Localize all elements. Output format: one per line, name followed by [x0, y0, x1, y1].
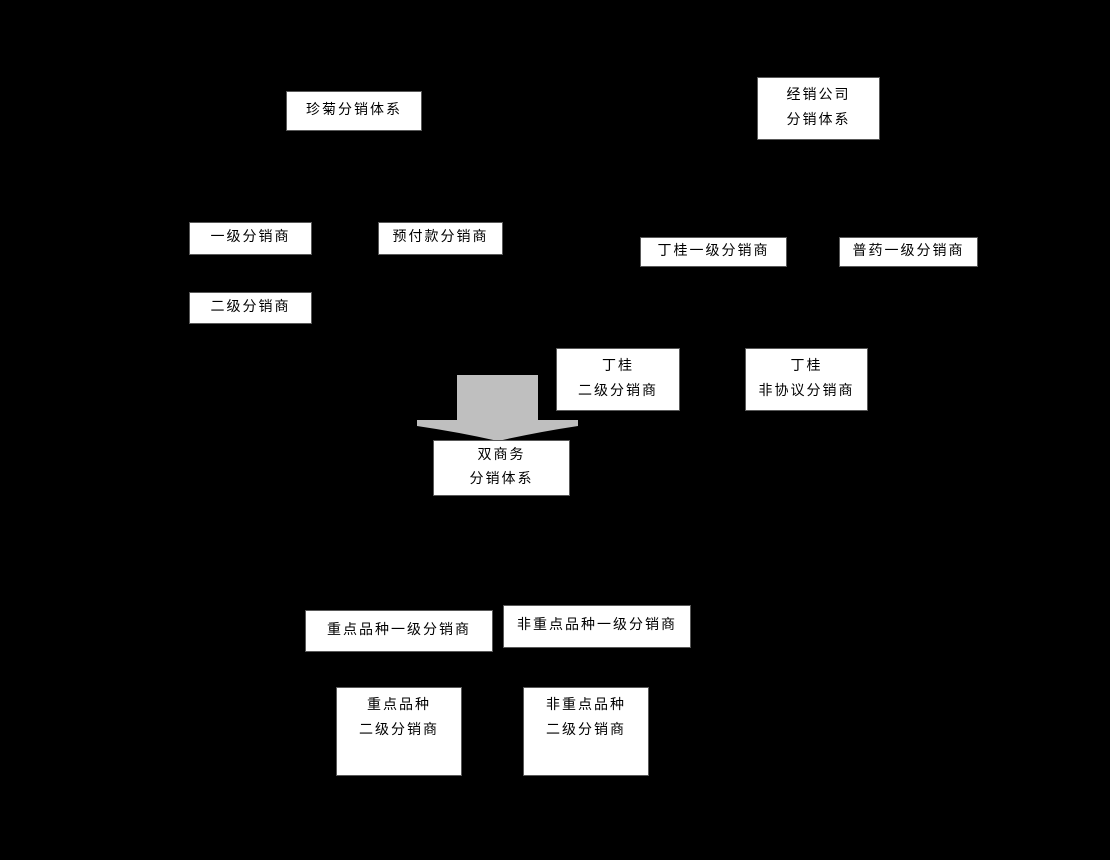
node-second-level-distributor: 二级分销商: [189, 292, 312, 324]
node-first-level-distributor: 一级分销商: [189, 222, 312, 255]
node-shuangshangwu-distribution-system: 双商务 分销体系: [433, 440, 570, 496]
node-dinggui-second-level-distributor: 丁桂 二级分销商: [556, 348, 680, 411]
node-non-key-variety-second-level-distributor: 非重点品种 二级分销商: [523, 687, 649, 776]
node-prepaid-distributor: 预付款分销商: [378, 222, 503, 255]
node-key-variety-first-level-distributor: 重点品种一级分销商: [305, 610, 493, 652]
node-jingxiao-company-distribution-system: 经销公司 分销体系: [757, 77, 880, 140]
node-puyao-first-level-distributor: 普药一级分销商: [839, 237, 978, 267]
node-key-variety-second-level-distributor: 重点品种 二级分销商: [336, 687, 462, 776]
node-dinggui-non-agreement-distributor: 丁桂 非协议分销商: [745, 348, 868, 411]
node-dinggui-first-level-distributor: 丁桂一级分销商: [640, 237, 787, 267]
down-arrow-icon: [417, 375, 578, 441]
node-non-key-variety-first-level-distributor: 非重点品种一级分销商: [503, 605, 691, 648]
node-zhenju-distribution-system: 珍菊分销体系: [286, 91, 422, 131]
